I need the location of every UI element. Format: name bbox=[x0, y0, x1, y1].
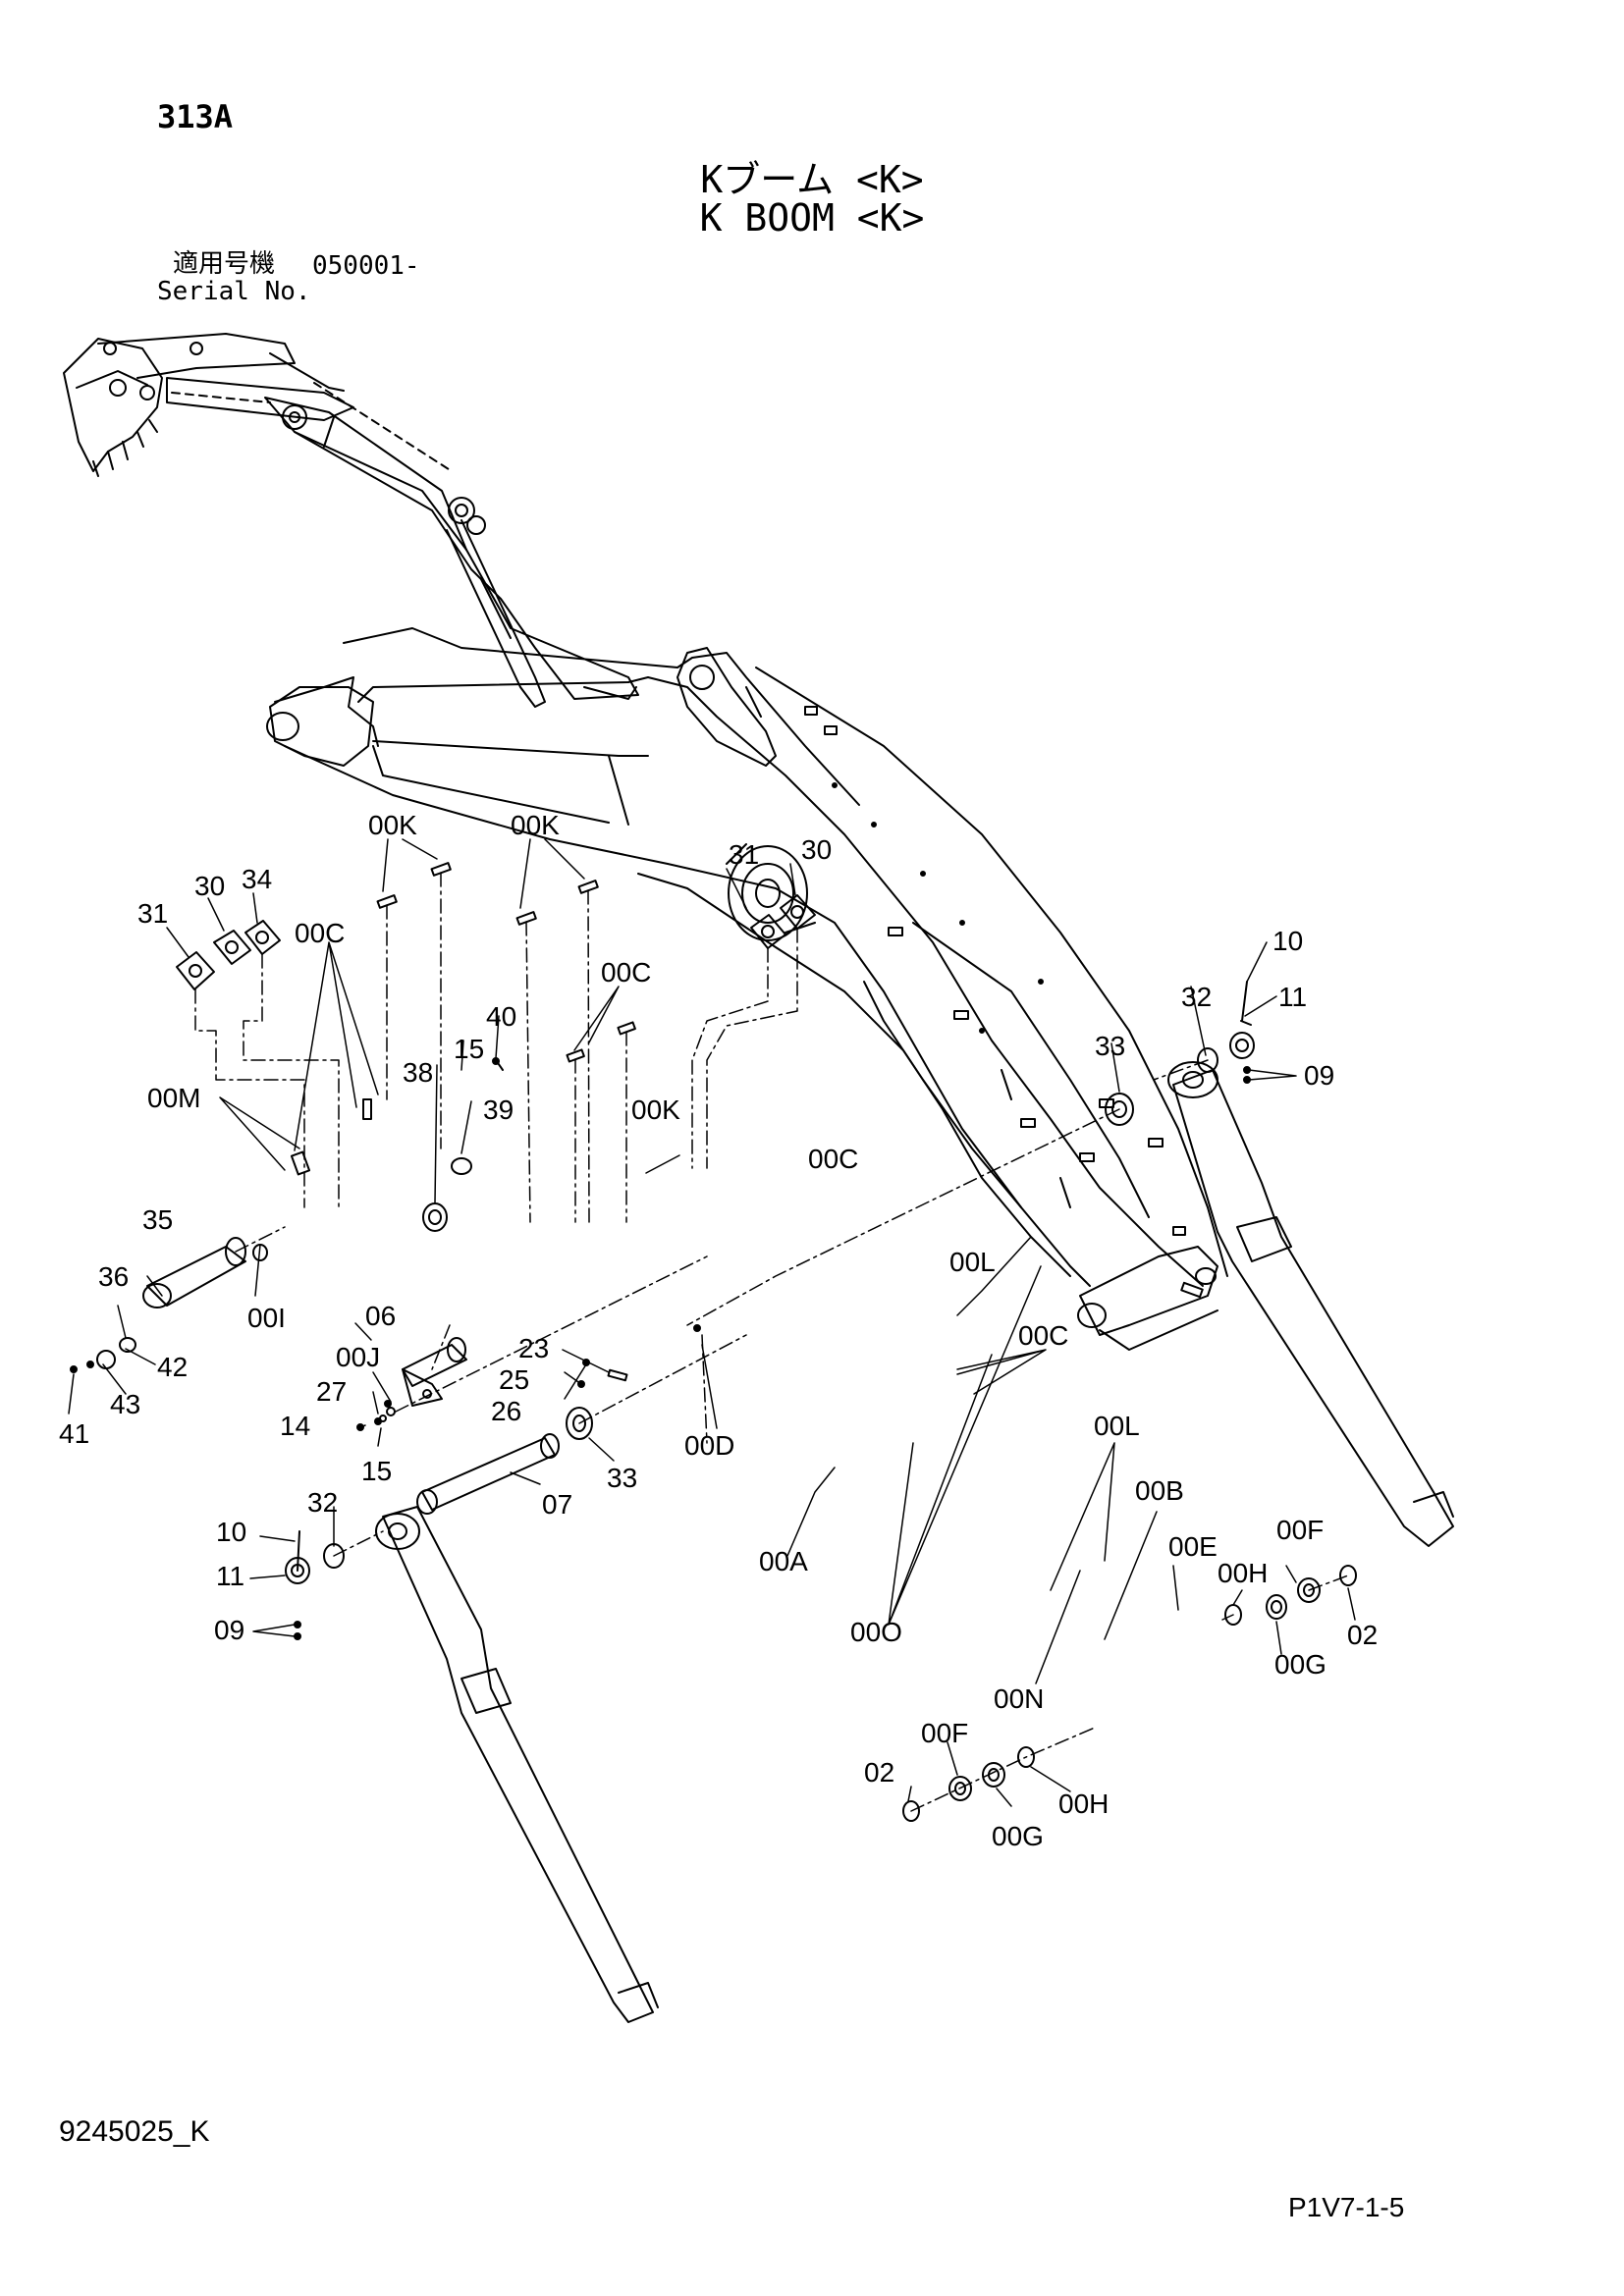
serial-number-value: 050001- bbox=[312, 251, 420, 281]
callout-30-right: 30 bbox=[801, 834, 832, 865]
callout-14: 14 bbox=[280, 1411, 310, 1441]
callout-23: 23 bbox=[518, 1333, 549, 1363]
callout-34: 34 bbox=[242, 864, 272, 894]
callout-10-left: 10 bbox=[216, 1517, 246, 1547]
leader-lines bbox=[68, 838, 1356, 1807]
callout-00C-c: 00C bbox=[808, 1144, 858, 1174]
callout-33-center: 33 bbox=[607, 1463, 637, 1493]
callout-36: 36 bbox=[98, 1261, 129, 1292]
overview-machine-illustration bbox=[63, 333, 639, 708]
callout-26: 26 bbox=[491, 1396, 521, 1426]
keys-00K bbox=[290, 862, 636, 1176]
callout-00C-b: 00C bbox=[601, 957, 651, 988]
callout-32-right: 32 bbox=[1181, 982, 1212, 1012]
callout-00G-left: 00G bbox=[992, 1821, 1044, 1851]
callout-00D: 00D bbox=[684, 1430, 734, 1461]
callout-07: 07 bbox=[542, 1489, 572, 1520]
assembly-lines bbox=[194, 872, 1349, 1812]
callout-00K-a: 00K bbox=[368, 810, 417, 840]
callout-02-left: 02 bbox=[864, 1757, 894, 1788]
callout-00K-b: 00K bbox=[511, 810, 560, 840]
callout-35: 35 bbox=[142, 1204, 173, 1235]
callout-09-right: 09 bbox=[1304, 1060, 1334, 1091]
callout-00L-a: 00L bbox=[949, 1247, 996, 1277]
callout-00O: 00O bbox=[850, 1617, 902, 1647]
callout-00C-d: 00C bbox=[1018, 1320, 1068, 1351]
callout-25: 25 bbox=[499, 1364, 529, 1395]
serial-label-japanese: 適用号機 bbox=[173, 249, 276, 279]
callout-00H-left: 00H bbox=[1058, 1789, 1109, 1819]
callout-31-right: 31 bbox=[729, 839, 759, 870]
page-code: P1V7-1-5 bbox=[1288, 2192, 1405, 2222]
callout-42: 42 bbox=[157, 1352, 188, 1382]
callout-15-bottom: 15 bbox=[361, 1456, 392, 1486]
callout-40: 40 bbox=[486, 1001, 516, 1032]
callout-39: 39 bbox=[483, 1095, 514, 1125]
callout-15-top: 15 bbox=[454, 1034, 484, 1064]
callout-00A: 00A bbox=[759, 1546, 808, 1576]
model-code: 313A bbox=[157, 98, 234, 135]
callout-00N: 00N bbox=[994, 1683, 1044, 1714]
callout-00G-right: 00G bbox=[1274, 1649, 1326, 1680]
callout-10-right: 10 bbox=[1272, 926, 1303, 956]
serial-label-english: Serial No. bbox=[157, 277, 311, 306]
pin-06 bbox=[402, 1337, 467, 1407]
callout-06: 06 bbox=[365, 1301, 396, 1331]
callout-41: 41 bbox=[59, 1418, 89, 1449]
callout-11-right: 11 bbox=[1278, 982, 1307, 1012]
right-cylinder bbox=[1167, 1061, 1454, 1547]
callout-00H-right: 00H bbox=[1218, 1558, 1268, 1588]
callout-27: 27 bbox=[316, 1376, 347, 1407]
callout-30-left: 30 bbox=[194, 871, 225, 901]
callout-00C-a: 00C bbox=[295, 918, 345, 948]
callout-43: 43 bbox=[110, 1389, 140, 1419]
callout-02-right: 02 bbox=[1347, 1620, 1378, 1650]
callout-00J: 00J bbox=[336, 1342, 380, 1372]
title-japanese: Kブーム <K> bbox=[700, 158, 924, 201]
callout-00L-b: 00L bbox=[1094, 1411, 1140, 1441]
callout-00B: 00B bbox=[1135, 1475, 1184, 1506]
callout-00F-right: 00F bbox=[1276, 1515, 1324, 1545]
callout-33-right: 33 bbox=[1095, 1031, 1125, 1061]
callout-00I: 00I bbox=[247, 1303, 286, 1333]
callout-09-left: 09 bbox=[214, 1615, 244, 1645]
callout-31-left: 31 bbox=[137, 898, 168, 929]
callout-11-left: 11 bbox=[216, 1561, 244, 1591]
shim-plates-right bbox=[750, 894, 816, 949]
pin-35 bbox=[142, 1237, 246, 1308]
callout-00F-left: 00F bbox=[921, 1718, 968, 1748]
shim-plates-left bbox=[176, 920, 281, 990]
callout-00M: 00M bbox=[147, 1083, 200, 1113]
callout-00K-c: 00K bbox=[631, 1095, 680, 1125]
callout-32-left: 32 bbox=[307, 1487, 338, 1518]
pin-07 bbox=[416, 1433, 560, 1515]
document-number: 9245025_K bbox=[59, 2115, 210, 2148]
callout-00E: 00E bbox=[1168, 1531, 1218, 1562]
title-english: K BOOM <K> bbox=[699, 196, 925, 240]
callout-labels: 00K 00K 31 30 34 31 30 00C 00C 00C 00C 1… bbox=[59, 810, 1378, 1851]
boom-structure bbox=[266, 627, 1228, 1351]
left-cylinder bbox=[375, 1506, 659, 2023]
callout-38: 38 bbox=[403, 1057, 433, 1088]
